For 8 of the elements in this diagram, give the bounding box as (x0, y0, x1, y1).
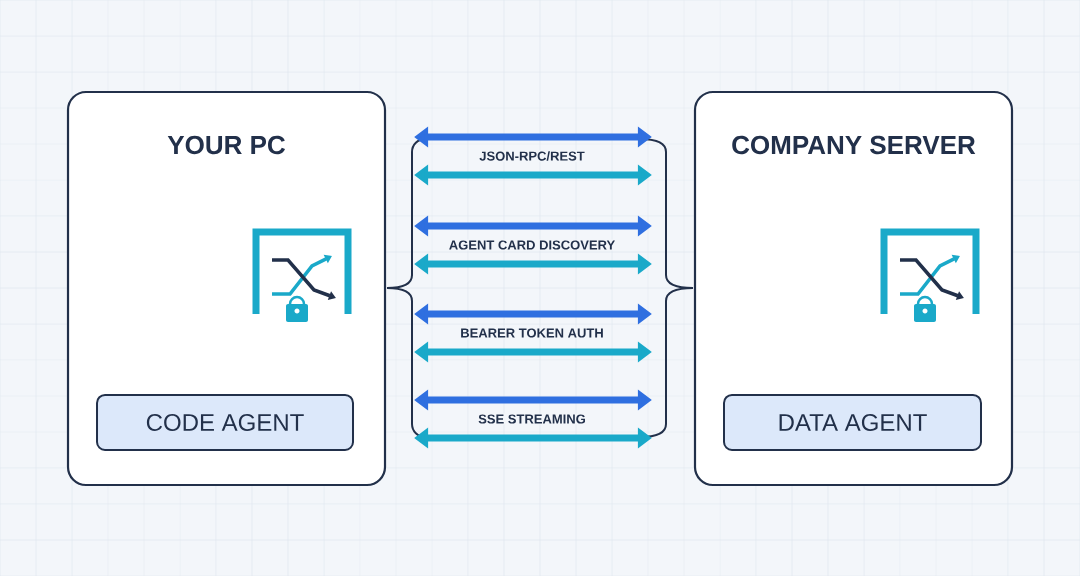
edge-label: BEARER TOKEN AUTH (459, 327, 605, 339)
heading: YOUR PC (167, 135, 285, 155)
edge-label: AGENT CARD DISCOVERY (447, 239, 617, 251)
heading: COMPANY SERVER (732, 135, 976, 155)
edge-label: SSE STREAMING (477, 413, 587, 425)
edge-label: JSON-RPC/REST (478, 150, 586, 162)
agent-box: DATA AGENT (723, 394, 982, 451)
agent-box: CODE AGENT (96, 394, 354, 451)
